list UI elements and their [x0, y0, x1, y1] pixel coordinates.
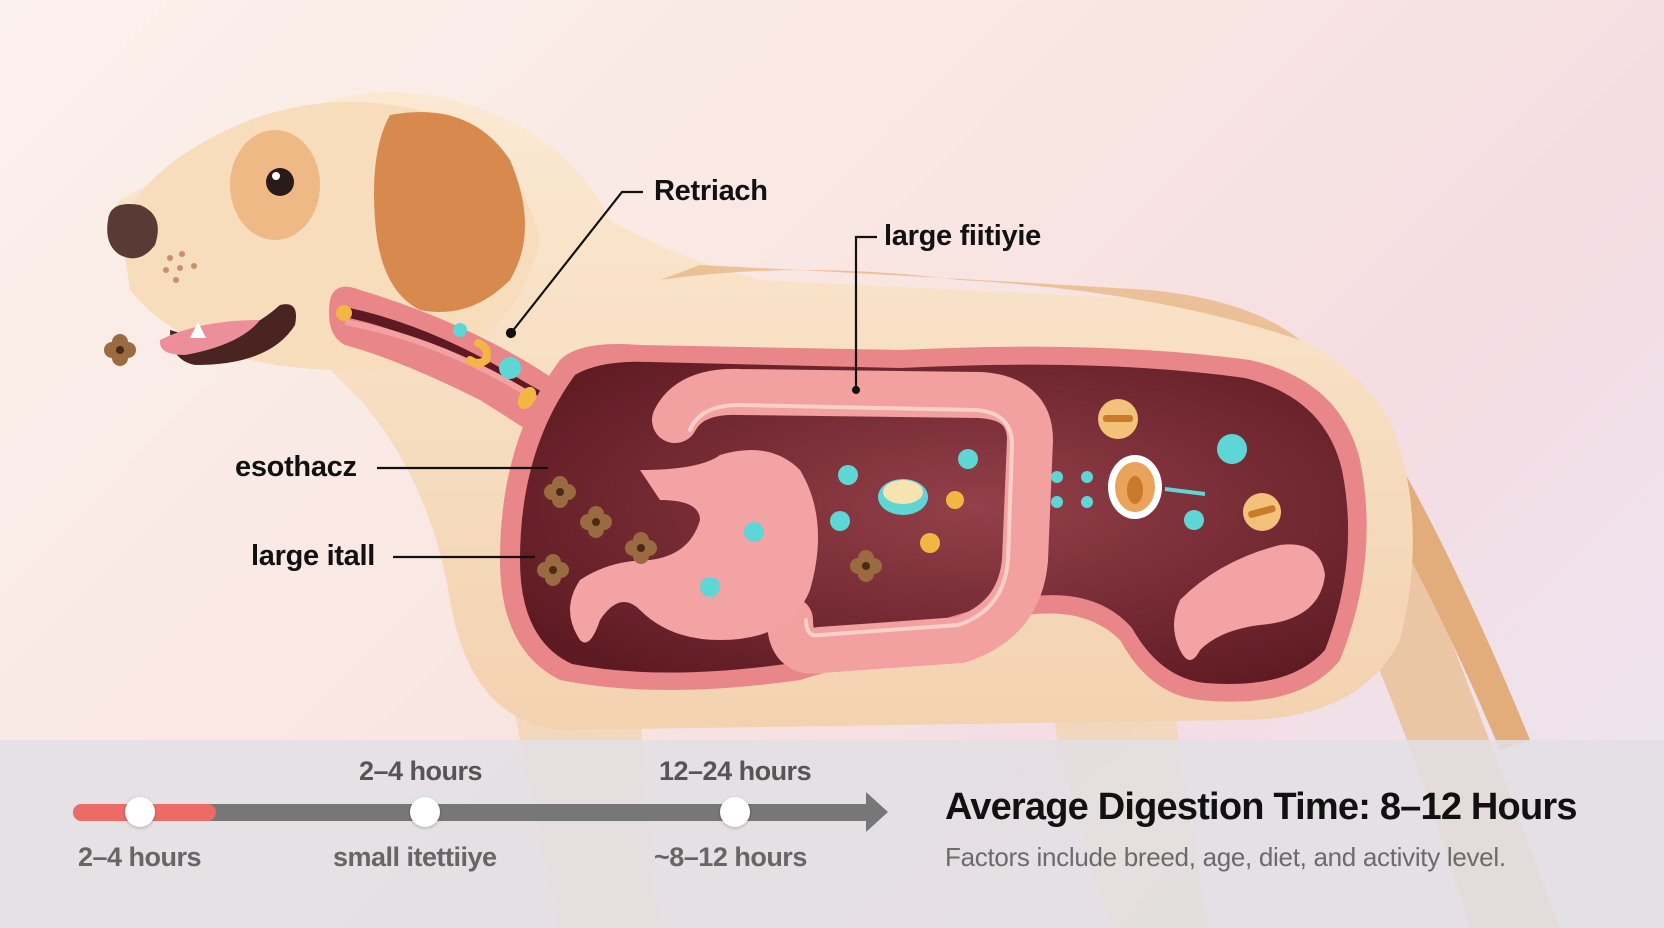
timeline-top-label-2: 2–4 hours: [359, 756, 483, 786]
timeline-panel: [0, 740, 1664, 928]
stomach: [570, 450, 818, 643]
callout-large-fiitiyie: large fiitiyie: [884, 220, 1041, 252]
nose: [107, 204, 158, 259]
timeline-node-1: [125, 797, 155, 827]
timeline-bottom-label-3: ~8–12 hours: [654, 842, 807, 872]
small-intestine: [1174, 544, 1325, 660]
nutrient-particles: [700, 399, 1281, 597]
callout-large-itall: large itall: [251, 540, 376, 572]
summary-headline: Average Digestion Time: 8–12 Hours: [945, 786, 1578, 828]
ear: [374, 112, 525, 312]
timeline-bottom-label-2: small itettiiye: [333, 842, 497, 872]
timeline-node-3: [720, 797, 750, 827]
summary-subline: Factors include breed, age, diet, and ac…: [945, 842, 1506, 872]
timeline-top-label-3: 12–24 hours: [659, 756, 812, 786]
callout-lines: [377, 190, 877, 559]
kibble-icon: [104, 334, 136, 366]
callout-retriach: Retriach: [654, 175, 768, 207]
callout-esothacz: esothacz: [235, 451, 357, 483]
timeline-bottom-label-1: 2–4 hours: [78, 842, 202, 872]
kibble-pieces: [537, 476, 882, 586]
arrow-right-icon: [866, 792, 888, 832]
timeline-node-2: [410, 797, 440, 827]
timeline-track: [73, 804, 873, 821]
dog-head: [107, 102, 540, 370]
